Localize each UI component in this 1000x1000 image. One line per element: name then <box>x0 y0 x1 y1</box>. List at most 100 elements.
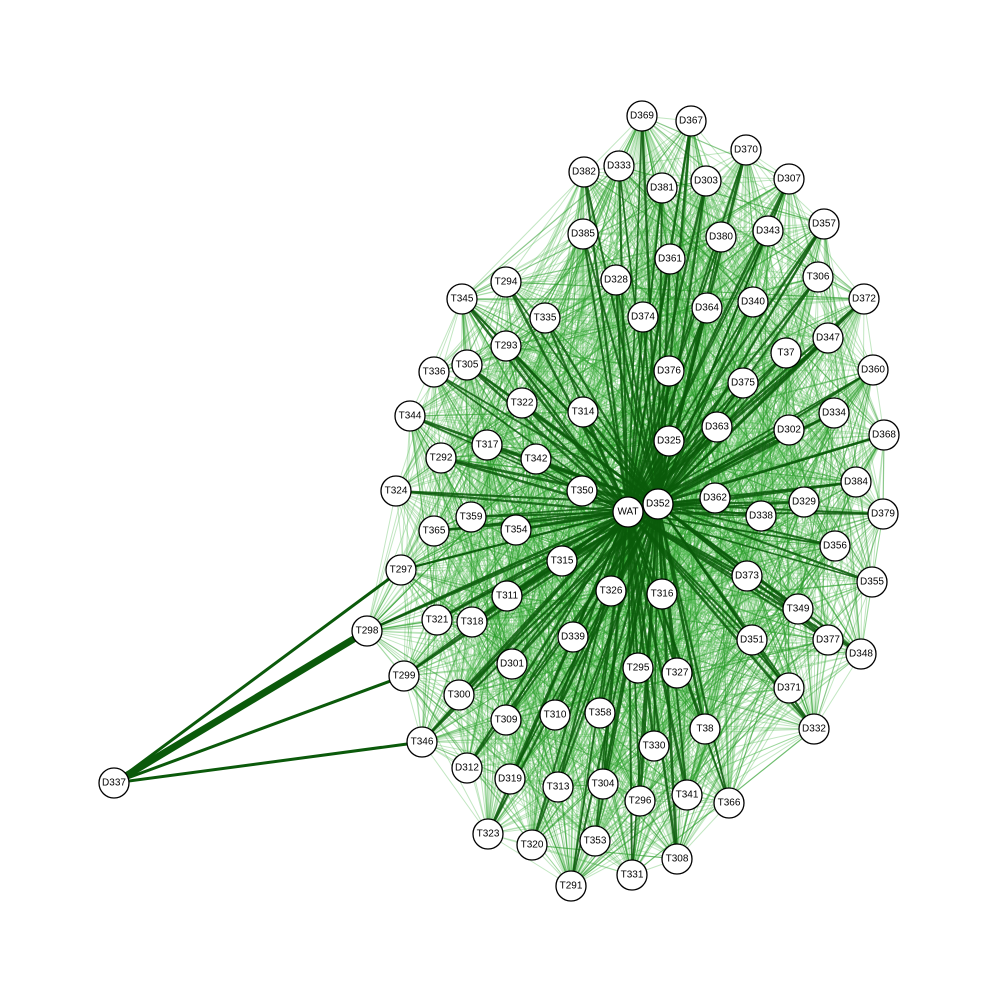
edge <box>531 458 537 846</box>
node: D375 <box>727 367 759 399</box>
node: T305 <box>451 349 483 381</box>
node-label: T304 <box>592 779 615 790</box>
node-label: T353 <box>584 836 607 847</box>
node-circle <box>867 498 899 530</box>
node-circle <box>471 429 503 461</box>
hub-edge <box>570 503 659 887</box>
node-label: T298 <box>356 626 379 637</box>
edge <box>833 412 862 655</box>
hub-edge <box>636 503 660 669</box>
node-label: D303 <box>694 176 718 187</box>
edge <box>433 530 513 665</box>
node: D356 <box>819 530 851 562</box>
edge <box>676 545 836 674</box>
node-circle <box>595 575 627 607</box>
node-circle <box>567 218 599 250</box>
node-circle <box>418 356 450 388</box>
hub-edge <box>510 503 660 665</box>
edge <box>751 513 884 641</box>
edge <box>421 714 556 743</box>
node-circle <box>624 785 656 817</box>
node-label: D373 <box>735 571 759 582</box>
edge <box>767 230 874 371</box>
node: T323 <box>472 818 504 850</box>
node-label: T310 <box>544 710 567 721</box>
hub-edge <box>657 230 769 505</box>
node-label: T342 <box>525 454 548 465</box>
edge <box>594 412 835 842</box>
node: T331 <box>616 859 648 891</box>
node-label: T296 <box>629 796 652 807</box>
edge <box>400 171 585 571</box>
edge <box>686 728 815 796</box>
hub-edge <box>614 279 630 513</box>
hub-edge <box>521 401 659 506</box>
edge <box>403 675 596 842</box>
node: D312 <box>451 752 483 784</box>
node: D372 <box>848 283 880 315</box>
node-label: D332 <box>802 724 826 735</box>
edge <box>509 778 596 842</box>
node-label: D301 <box>500 659 524 670</box>
node: T326 <box>595 575 627 607</box>
edge <box>728 149 747 804</box>
node-circle <box>616 859 648 891</box>
node-circle <box>98 767 130 799</box>
edge <box>641 115 754 303</box>
node-label: D370 <box>734 145 758 156</box>
hub-edge <box>656 503 707 730</box>
edge <box>403 675 511 780</box>
node: T318 <box>456 606 488 638</box>
node: T330 <box>638 730 670 762</box>
edge <box>676 307 708 674</box>
node: T349 <box>782 593 814 625</box>
node: D377 <box>812 624 844 656</box>
node-circle <box>782 593 814 625</box>
edge <box>813 412 835 730</box>
edge <box>395 371 435 492</box>
edge <box>823 223 884 515</box>
edge <box>440 171 585 459</box>
edge <box>400 569 688 796</box>
hub-edge <box>657 411 835 506</box>
node: D357 <box>808 208 840 240</box>
node: T327 <box>661 657 693 689</box>
node: T306 <box>802 261 834 293</box>
edge <box>403 415 411 677</box>
node-label: T346 <box>411 737 434 748</box>
hub-edge <box>627 511 633 876</box>
edge <box>570 497 716 887</box>
node: T309 <box>490 704 522 736</box>
node-circle <box>627 301 659 333</box>
edge <box>400 569 423 743</box>
node-circle <box>491 580 523 612</box>
node-label: T354 <box>505 525 528 536</box>
node-label: T313 <box>547 782 570 793</box>
node-circle <box>661 843 693 875</box>
node-label: D355 <box>860 577 884 588</box>
node: T295 <box>622 652 654 684</box>
edge <box>366 458 537 632</box>
edge <box>505 345 517 531</box>
node-label: D368 <box>872 430 896 441</box>
node: D369 <box>626 100 658 132</box>
node: D338 <box>745 500 777 532</box>
edge <box>509 593 663 780</box>
node: T296 <box>624 785 656 817</box>
node-circle <box>638 730 670 762</box>
node: T345 <box>446 283 478 315</box>
node-circle <box>506 387 538 419</box>
node-circle <box>603 150 635 182</box>
edge <box>752 223 825 303</box>
edge <box>823 223 862 655</box>
node: T336 <box>418 356 450 388</box>
node-circle <box>567 396 599 428</box>
node: T366 <box>713 787 745 819</box>
edge <box>461 115 643 300</box>
edge <box>461 298 472 518</box>
edge <box>785 352 790 689</box>
node: T308 <box>661 843 693 875</box>
node: T299 <box>388 660 420 692</box>
node-circle <box>802 261 834 293</box>
